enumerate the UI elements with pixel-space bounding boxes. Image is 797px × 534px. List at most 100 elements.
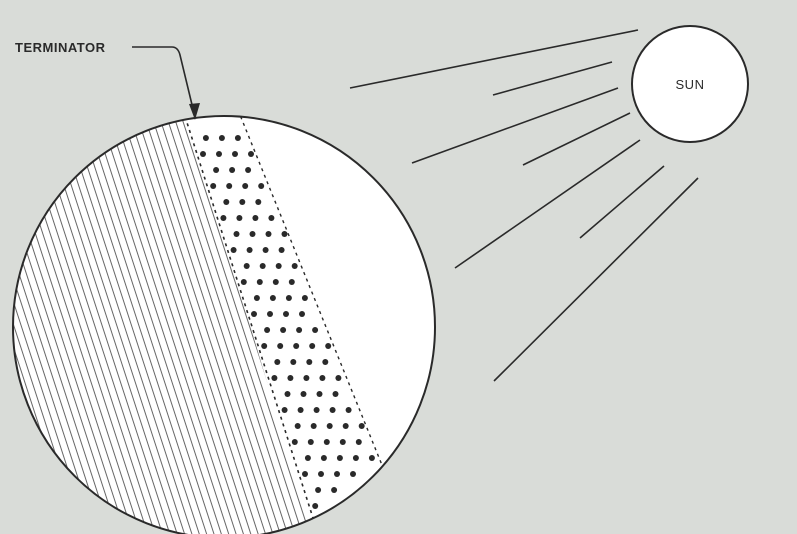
sun-ray [493, 62, 612, 95]
terminator-dot [252, 215, 258, 221]
terminator-dot [306, 359, 312, 365]
terminator-dot [273, 279, 279, 285]
terminator-dot [331, 487, 337, 493]
terminator-dot [263, 247, 269, 253]
terminator-dot [315, 487, 321, 493]
terminator-dot [321, 455, 327, 461]
terminator-dot [251, 311, 257, 317]
terminator-dot [241, 279, 247, 285]
terminator-dot [220, 215, 226, 221]
terminator-dot [271, 375, 277, 381]
terminator-callout: TERMINATOR [15, 40, 200, 120]
terminator-dot [356, 439, 362, 445]
sun: SUN [632, 26, 748, 142]
terminator-dot [353, 455, 359, 461]
terminator-dot [226, 183, 232, 189]
terminator-dot [309, 343, 315, 349]
terminator-dot [296, 327, 302, 333]
terminator-dot [203, 135, 209, 141]
terminator-dot [244, 263, 250, 269]
earth [0, 100, 435, 534]
sun-label: SUN [676, 77, 705, 92]
terminator-dot [340, 439, 346, 445]
terminator-dot [268, 215, 274, 221]
terminator-dot [350, 471, 356, 477]
terminator-dot [302, 295, 308, 301]
terminator-dot [311, 423, 317, 429]
terminator-dot [210, 183, 216, 189]
terminator-dot [324, 439, 330, 445]
terminator-dot [283, 311, 289, 317]
terminator-dot [282, 231, 288, 237]
terminator-dot [292, 439, 298, 445]
terminator-dot [255, 199, 261, 205]
terminator-dot [254, 295, 260, 301]
terminator-dot [327, 423, 333, 429]
terminator-dot [245, 167, 251, 173]
terminator-dot [216, 151, 222, 157]
terminator-dot [369, 455, 375, 461]
terminator-dot [289, 279, 295, 285]
terminator-dot [277, 343, 283, 349]
terminator-dot [232, 151, 238, 157]
terminator-dot [250, 231, 256, 237]
terminator-dot [319, 375, 325, 381]
terminator-dot [318, 471, 324, 477]
terminator-dot [293, 343, 299, 349]
sun-ray [580, 166, 664, 238]
terminator-dot [282, 407, 288, 413]
terminator-dot [299, 311, 305, 317]
terminator-dot [261, 343, 267, 349]
terminator-dot [258, 183, 264, 189]
terminator-dot [346, 407, 352, 413]
terminator-dot [303, 375, 309, 381]
terminator-dot [223, 199, 229, 205]
terminator-dot [312, 327, 318, 333]
terminator-dot [343, 423, 349, 429]
sun-ray [494, 178, 698, 381]
terminator-dot [229, 167, 235, 173]
terminator-dot [317, 391, 323, 397]
terminator-dot [335, 375, 341, 381]
terminator-dot [276, 263, 282, 269]
terminator-dot [279, 247, 285, 253]
terminator-dot [234, 231, 240, 237]
terminator-dot [274, 359, 280, 365]
terminator-dot [312, 503, 318, 509]
terminator-dot [260, 263, 266, 269]
terminator-dot [239, 199, 245, 205]
terminator-dot [231, 247, 237, 253]
terminator-dot [280, 327, 286, 333]
terminator-dot [359, 423, 365, 429]
sun-ray [412, 88, 618, 163]
terminator-label: TERMINATOR [15, 40, 106, 55]
terminator-dot [305, 455, 311, 461]
terminator-dot [257, 279, 263, 285]
terminator-dot [236, 215, 242, 221]
terminator-dot [292, 263, 298, 269]
terminator-dot [308, 439, 314, 445]
terminator-dot [287, 375, 293, 381]
terminator-dot [337, 455, 343, 461]
terminator-dot [290, 359, 296, 365]
terminator-dot [334, 471, 340, 477]
terminator-dot [266, 231, 272, 237]
terminator-dot [213, 167, 219, 173]
terminator-dot [302, 471, 308, 477]
terminator-dot [285, 391, 291, 397]
terminator-dot [247, 247, 253, 253]
terminator-dot [248, 151, 254, 157]
terminator-dot [264, 327, 270, 333]
terminator-leader-line [132, 47, 194, 113]
sun-ray [350, 30, 638, 88]
terminator-dot [200, 151, 206, 157]
terminator-dot [235, 135, 241, 141]
terminator-dot [301, 391, 307, 397]
terminator-dot [314, 407, 320, 413]
terminator-dot [322, 359, 328, 365]
terminator-dot [270, 295, 276, 301]
terminator-dot [242, 183, 248, 189]
terminator-dot [219, 135, 225, 141]
